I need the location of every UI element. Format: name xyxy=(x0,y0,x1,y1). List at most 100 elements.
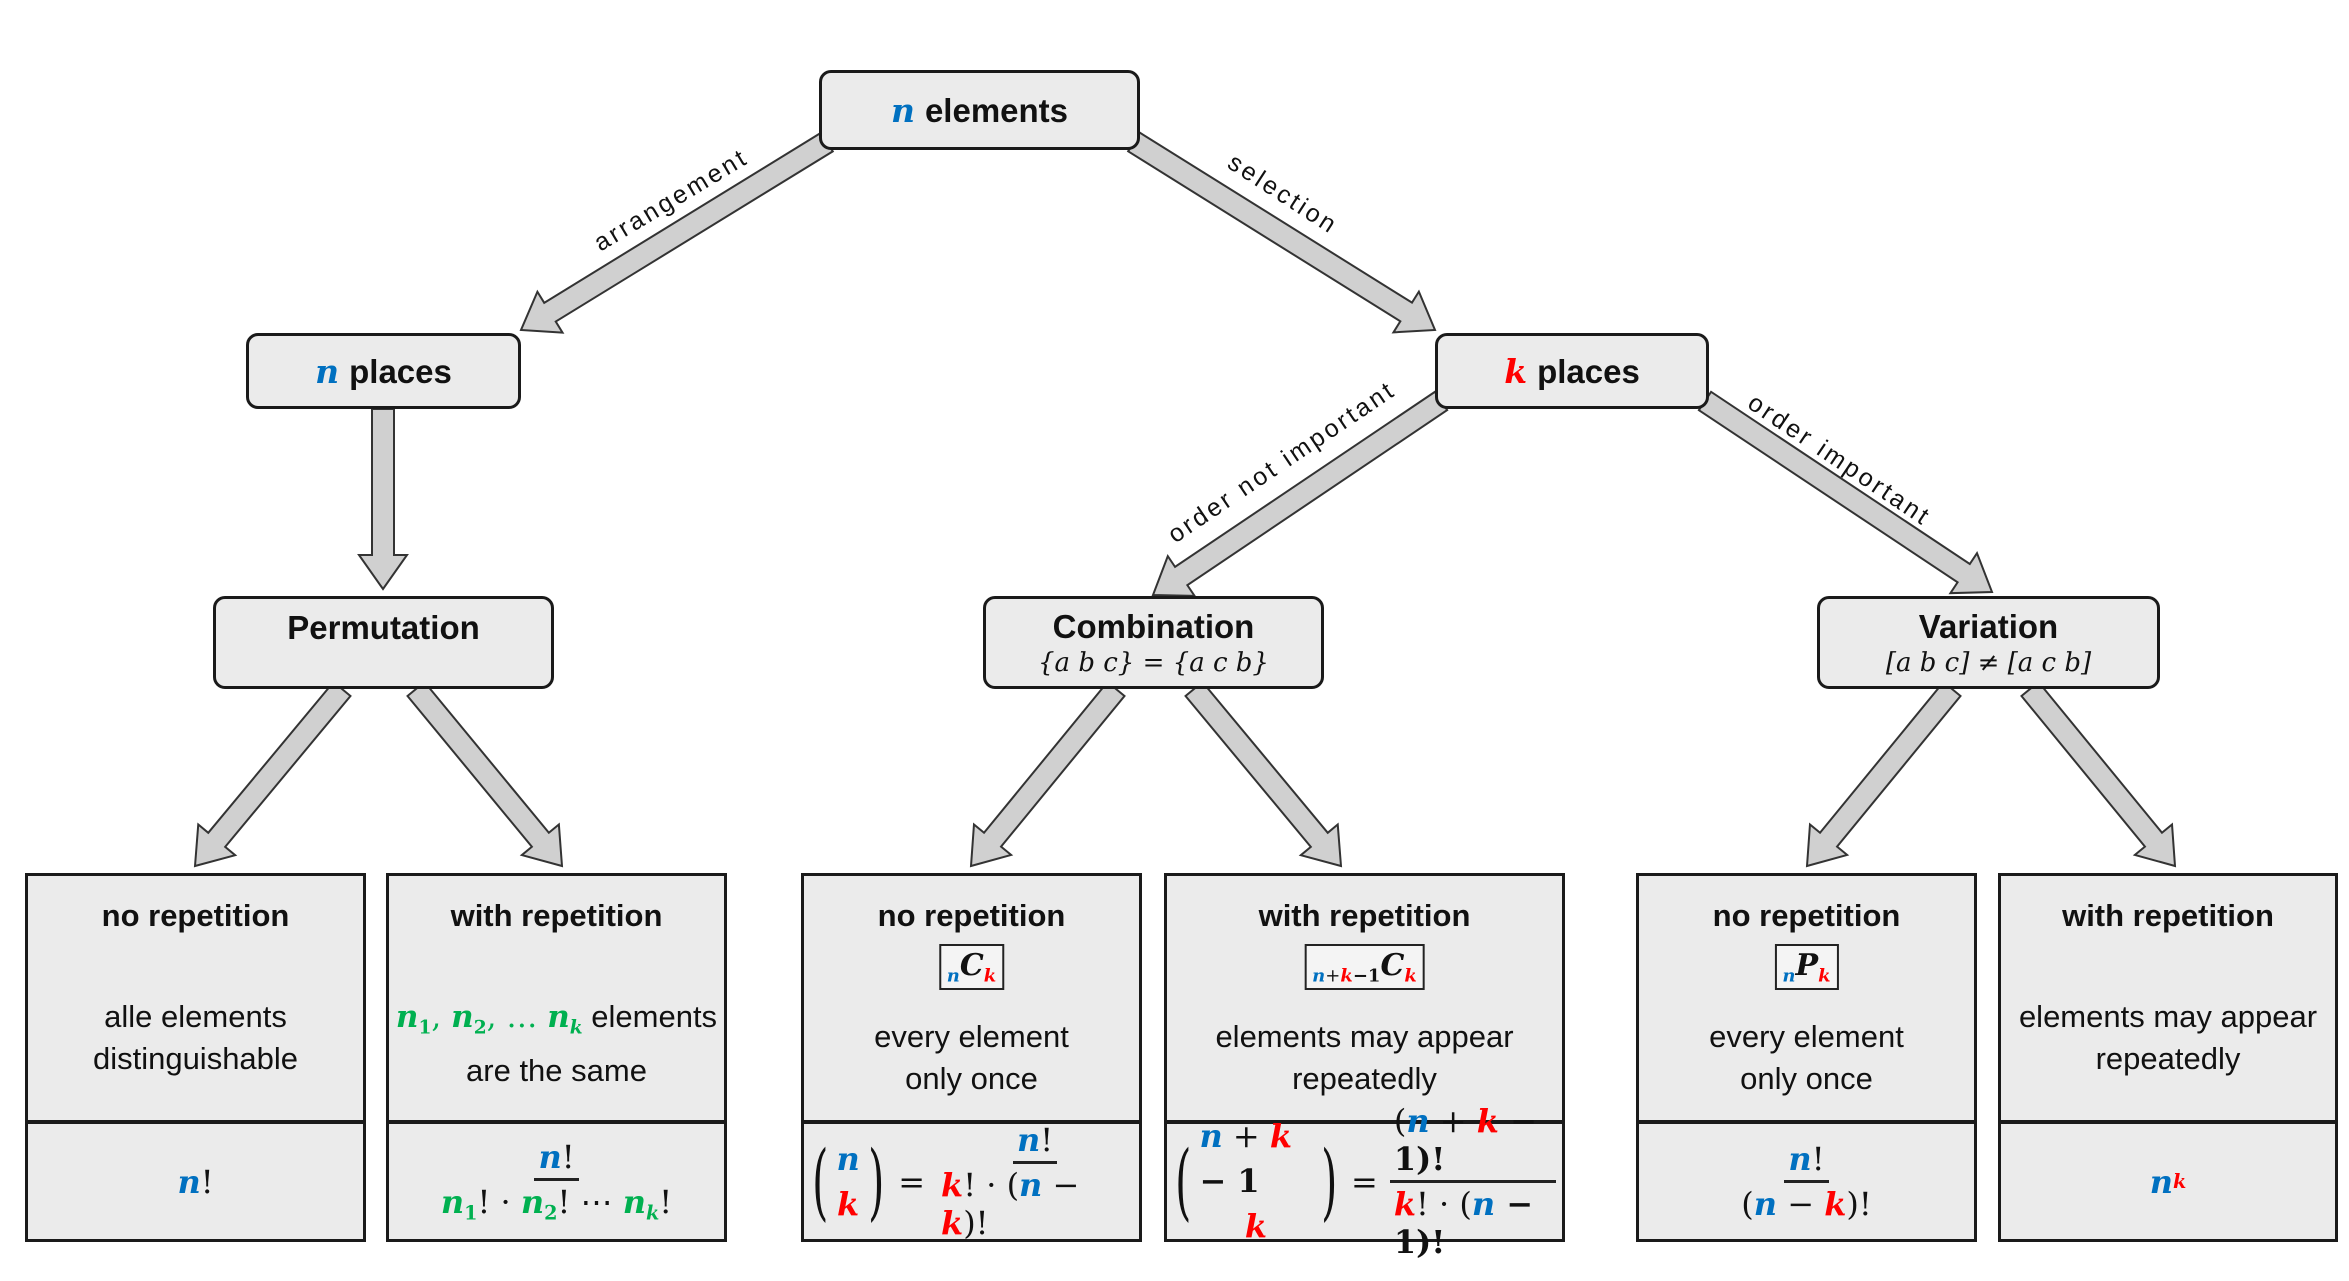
math-token: k xyxy=(941,1204,964,1242)
description-line: distinguishable xyxy=(28,1038,363,1080)
math-token: k xyxy=(1404,965,1417,987)
description-line: elements may appear xyxy=(2001,996,2335,1038)
math-token: n xyxy=(622,1183,646,1222)
description-line: repeatedly xyxy=(2001,1038,2335,1080)
node-text: places xyxy=(1537,352,1640,390)
math-token: n xyxy=(1019,1166,1043,1204)
arrow xyxy=(1184,680,1343,868)
math-token: k xyxy=(1818,965,1831,987)
math-token: )! xyxy=(1846,1185,1872,1223)
node-title: Permutation xyxy=(287,609,480,646)
var-n: n xyxy=(315,351,340,391)
node-text: elements xyxy=(924,91,1069,129)
right-paren: ) xyxy=(867,1132,885,1230)
denominator: (n − k)! xyxy=(1737,1183,1875,1223)
description-text: elements xyxy=(591,999,718,1034)
binomial-top: n xyxy=(836,1137,859,1182)
math-token: ! xyxy=(200,1162,214,1201)
description-text: every element xyxy=(1709,1019,1904,1054)
description-text: every element xyxy=(874,1019,1069,1054)
math-token: C xyxy=(959,948,984,983)
description-text: elements may appear xyxy=(2018,999,2318,1034)
card-formula: n! (n − k)! xyxy=(1639,1124,1974,1239)
arrow xyxy=(519,131,835,334)
math-token: k xyxy=(569,1017,583,1039)
numerator: n! xyxy=(534,1138,579,1182)
math-token: n xyxy=(395,999,419,1035)
math-token: k xyxy=(1340,965,1353,987)
card-formula: n!n1! · n2! ⋯ nk! xyxy=(389,1124,724,1239)
math-token: n xyxy=(538,1138,562,1177)
math-token: n xyxy=(1753,1185,1778,1223)
card-description: every element only once xyxy=(804,1016,1139,1100)
math-token: − 1)! xyxy=(1393,1185,1534,1261)
math-token: , … xyxy=(486,999,548,1035)
math-token: n xyxy=(1788,1140,1812,1178)
description-text: only once xyxy=(905,1061,1038,1096)
math-token: n xyxy=(440,1183,465,1222)
left-paren: ( xyxy=(812,1132,829,1230)
card-title: with repetition xyxy=(2062,898,2274,933)
math-token: k xyxy=(2172,1170,2187,1193)
math-token: = xyxy=(1351,1162,1378,1201)
right-paren: ) xyxy=(1320,1132,1337,1230)
denominator: k! · (n − k)! xyxy=(937,1164,1133,1242)
math-token: k xyxy=(1824,1185,1847,1223)
math-token: = xyxy=(898,1162,926,1201)
card-description: elements may appear repeatedly xyxy=(2001,996,2335,1080)
math-token: n xyxy=(177,1162,201,1201)
node-combination: Combination {a b c} = {a c b} xyxy=(983,596,1324,689)
math-token: C xyxy=(1380,948,1405,983)
arrow xyxy=(406,680,564,868)
description-line: only once xyxy=(1639,1058,1974,1100)
denominator: k! · (n − 1)! xyxy=(1390,1183,1556,1261)
card-description-section: with repetition elements may appear repeat… xyxy=(2001,876,2335,1124)
math-token: + xyxy=(1222,1117,1270,1156)
math-token: k xyxy=(645,1201,660,1225)
math-token: k xyxy=(1244,1206,1268,1245)
math-token: n xyxy=(451,999,474,1035)
math-token: k xyxy=(983,965,997,987)
node-subtitle: {a b c} = {a c b} xyxy=(1038,647,1269,678)
math-token: n xyxy=(1199,1117,1223,1156)
notation-box: nCk xyxy=(938,944,1005,991)
arrow xyxy=(1697,390,1994,595)
node-variation: Variation [a b c] ≠ [a c b] xyxy=(1817,596,2160,689)
math-token: k xyxy=(837,1184,860,1223)
math-token: ! · ( xyxy=(963,1166,1020,1204)
math-token: n xyxy=(836,1139,860,1178)
notation-box: nPk xyxy=(1774,944,1839,991)
math-token: −1 xyxy=(1352,965,1381,987)
fraction: n! (n − k)! xyxy=(1737,1140,1875,1223)
description-line: every element xyxy=(1639,1016,1974,1058)
math-token: ! xyxy=(1811,1140,1825,1178)
math-token: + xyxy=(1325,965,1341,987)
math-token: n xyxy=(1312,965,1326,987)
math-token: ! xyxy=(1040,1121,1054,1159)
math-token: n xyxy=(547,999,570,1035)
math-token: k xyxy=(1269,1117,1293,1156)
numerator: (n + k − 1)! xyxy=(1389,1102,1556,1183)
var-n: n xyxy=(890,90,915,130)
arrow xyxy=(2020,680,2177,868)
description-line: are the same xyxy=(389,1050,724,1092)
math-token: ! xyxy=(659,1183,673,1222)
math-token: k xyxy=(1393,1185,1417,1223)
description-line: alle elements xyxy=(28,996,363,1038)
description-text: repeatedly xyxy=(1292,1061,1437,1096)
binomial-bottom: k xyxy=(837,1182,859,1227)
math-token: ! · ( xyxy=(1416,1185,1472,1223)
arrow xyxy=(193,680,352,868)
